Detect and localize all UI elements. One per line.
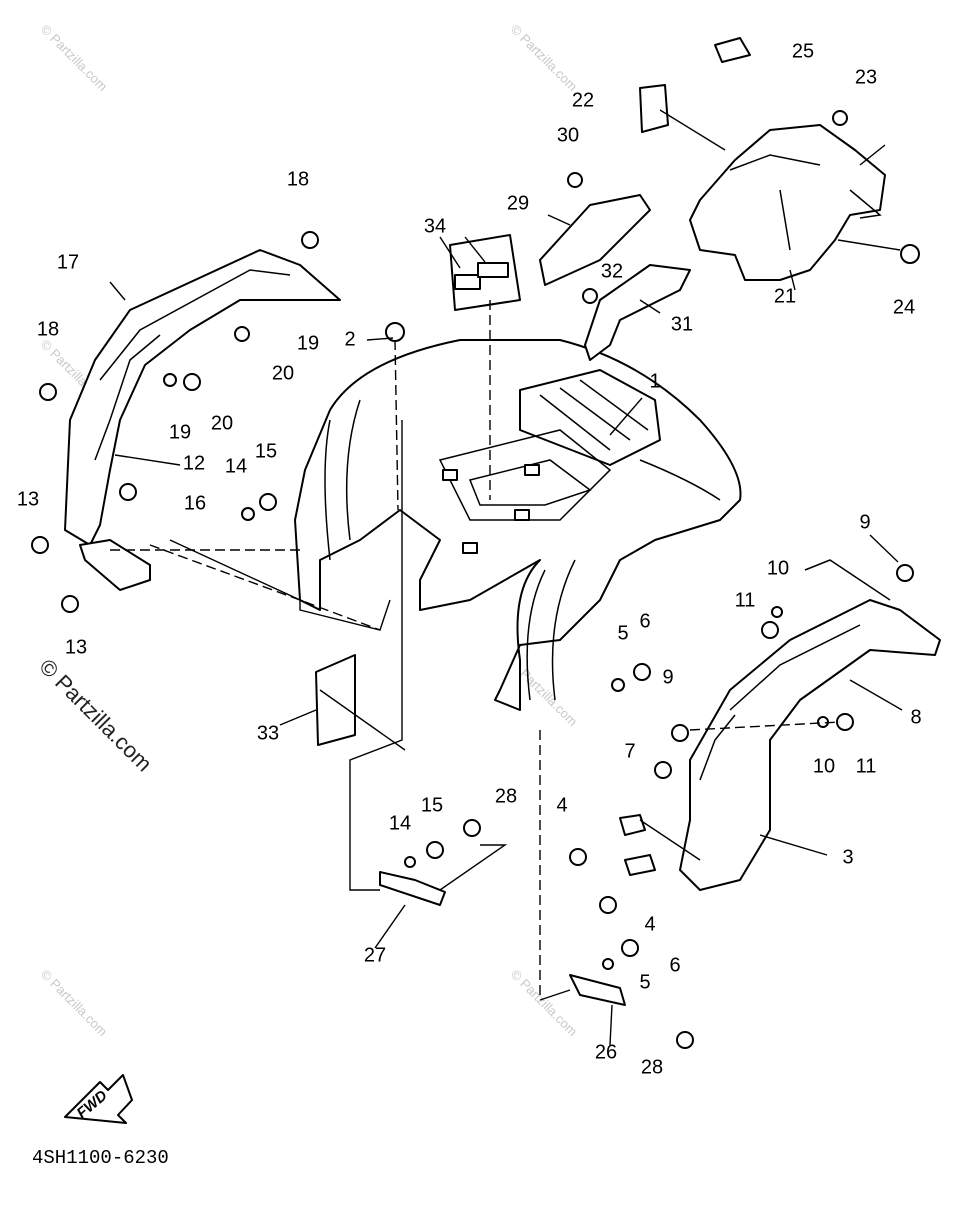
callout-23: 23 <box>855 66 877 88</box>
callout-14-lower: 14 <box>389 812 411 834</box>
part-26-bracket <box>569 974 626 1006</box>
callout-28-upper: 28 <box>495 785 517 807</box>
callout-4-upper: 4 <box>556 794 567 816</box>
diagram-code: 4SH1100-6230 <box>32 1147 169 1169</box>
callout-6-upper: 6 <box>639 610 650 632</box>
callout-17: 17 <box>57 251 79 273</box>
rear-fender-part <box>294 339 742 711</box>
part-33-label <box>315 654 356 746</box>
small-parts <box>315 37 751 1006</box>
callout-24: 24 <box>893 296 915 318</box>
callout-1: 1 <box>649 370 660 392</box>
part-27-bracket <box>379 871 446 906</box>
callout-28-lower: 28 <box>641 1056 663 1078</box>
part-25-clip <box>714 37 751 63</box>
watermark-top-left: © Partzilla.com <box>38 22 111 95</box>
callout-10-lower: 10 <box>813 755 835 777</box>
callout-2: 2 <box>344 328 355 350</box>
callout-32: 32 <box>601 260 623 282</box>
watermark-top-center: © Partzilla.com <box>508 22 581 95</box>
callout-13-lower: 13 <box>65 636 87 658</box>
callout-9-upper: 9 <box>859 511 870 533</box>
callout-25: 25 <box>792 40 814 62</box>
callout-22: 22 <box>572 89 594 111</box>
callout-15-lower: 15 <box>421 794 443 816</box>
part-29-plate <box>539 194 651 286</box>
callout-15-upper: 15 <box>255 440 277 462</box>
cover-part <box>689 124 886 281</box>
callout-7: 7 <box>624 740 635 762</box>
callout-5-lower: 5 <box>639 971 650 993</box>
callout-4-lower: 4 <box>644 913 655 935</box>
callout-numbers: 1 2 3 4 4 5 5 6 6 7 8 9 9 10 10 11 11 12… <box>17 40 922 1078</box>
callout-27: 27 <box>364 944 386 966</box>
fasteners <box>31 110 920 1049</box>
callout-30: 30 <box>557 124 579 146</box>
forward-arrow-icon: FWD <box>64 1074 133 1124</box>
callout-9-lower: 9 <box>662 666 673 688</box>
callout-21: 21 <box>774 285 796 307</box>
callout-31: 31 <box>671 313 693 335</box>
callout-34: 34 <box>424 215 446 237</box>
callout-6-lower: 6 <box>669 954 680 976</box>
callout-18-lower: 18 <box>37 318 59 340</box>
callout-12: 12 <box>183 452 205 474</box>
part-31-bracket <box>584 264 691 361</box>
left-mudguard-part <box>64 249 341 591</box>
part-22-label <box>639 84 669 133</box>
right-mudguard-part <box>679 559 941 891</box>
callout-leaders <box>109 214 903 1046</box>
callout-8: 8 <box>910 706 921 728</box>
callout-3: 3 <box>842 846 853 868</box>
guide-lines <box>110 109 886 1001</box>
callout-13-upper: 13 <box>17 488 39 510</box>
watermark-bottom-center: © Partzilla.com <box>508 967 581 1040</box>
callout-20-lower: 20 <box>211 412 233 434</box>
callout-18-upper: 18 <box>287 168 309 190</box>
callout-5-upper: 5 <box>617 622 628 644</box>
callout-19-lower: 19 <box>169 421 191 443</box>
callout-11-upper: 11 <box>735 589 756 611</box>
callout-10-upper: 10 <box>767 557 789 579</box>
watermark-main: © Partzilla.com <box>34 654 157 777</box>
watermark-bottom-left: © Partzilla.com <box>38 967 111 1040</box>
callout-11-lower: 11 <box>856 755 877 777</box>
callout-20-upper: 20 <box>272 362 294 384</box>
callout-26: 26 <box>595 1041 617 1063</box>
callout-29: 29 <box>507 192 529 214</box>
callout-33: 33 <box>257 722 279 744</box>
callout-19-upper: 19 <box>297 332 319 354</box>
callout-14-upper: 14 <box>225 455 247 477</box>
callout-16: 16 <box>184 492 206 514</box>
